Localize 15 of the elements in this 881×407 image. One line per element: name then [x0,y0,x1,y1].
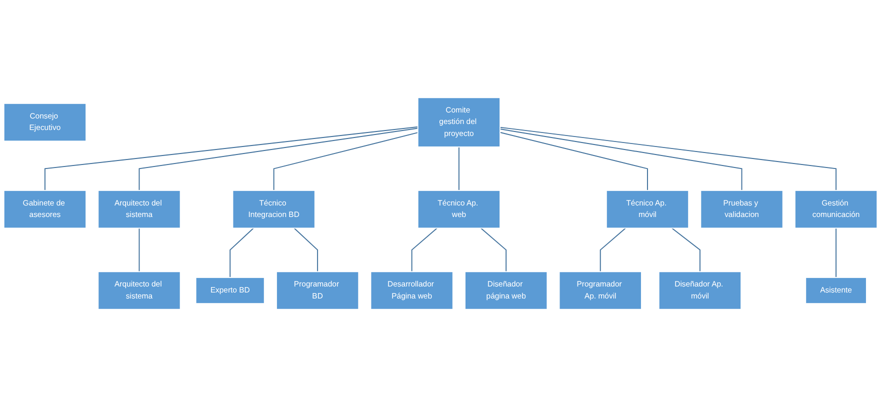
connector [836,228,837,278]
connector [44,126,418,191]
connector [294,228,318,272]
connector [500,132,648,191]
connector [138,128,418,191]
connector [600,228,626,272]
connector [411,228,438,272]
connector [138,228,140,272]
connector [230,228,254,278]
connector [500,128,742,191]
connector [273,132,418,191]
connector [458,146,460,191]
connector [500,126,837,191]
connector [671,228,700,272]
connector [480,228,507,272]
